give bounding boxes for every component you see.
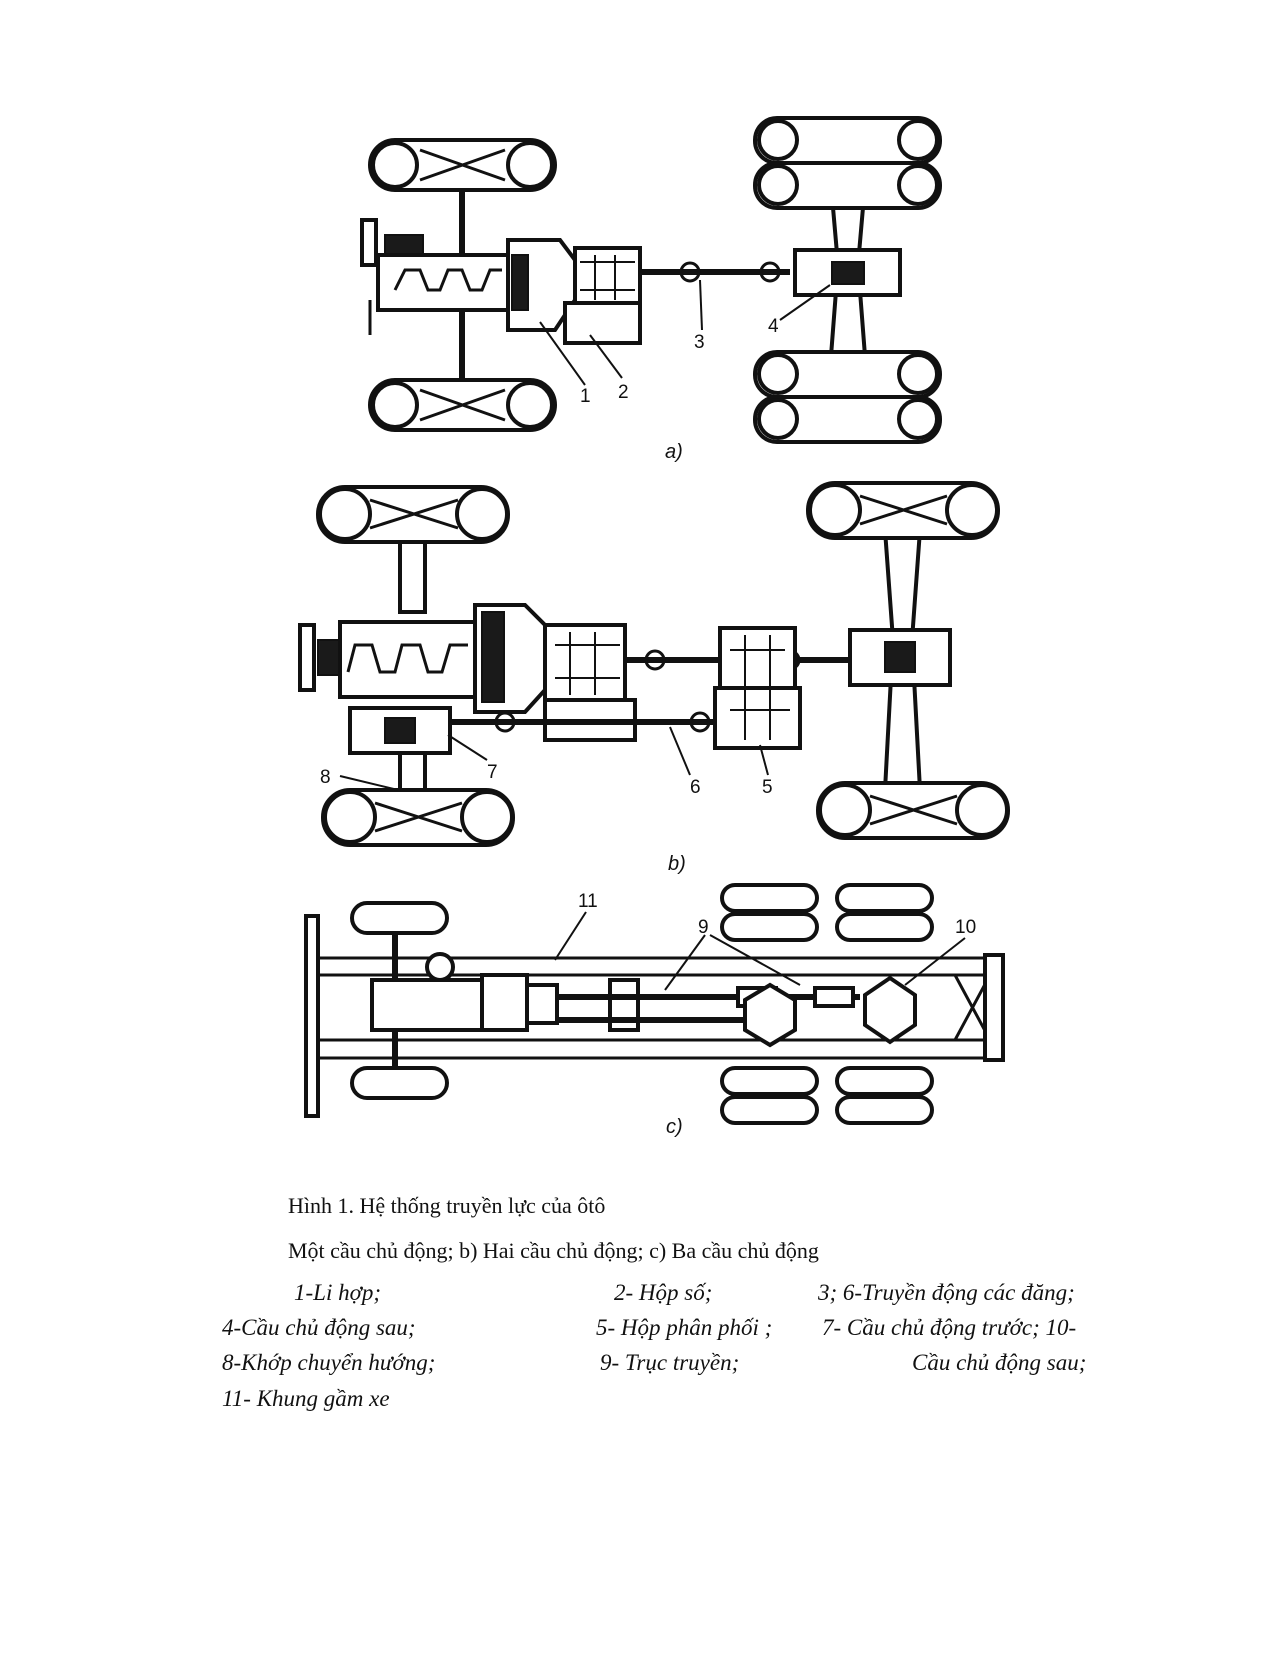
rear-wheels-bottom-a [753,350,942,444]
legend-item-5: 5- Hộp phân phối ; [596,1315,773,1340]
panel-c-diagram [304,883,1005,1125]
legend-item-9: 9- Trục truyền; [600,1350,740,1375]
label-9: 9 [698,917,709,938]
legend-item-3-6: 3; 6-Truyền động các đăng; [818,1280,1075,1305]
label-10: 10 [955,917,976,938]
panel-b-tag: b) [668,853,686,875]
legend-item-11: 11- Khung gầm xe [222,1386,390,1411]
front-wheel-bottom-b [321,788,515,847]
front-wheel-top-a [368,138,557,192]
rear-wheel-bottom-b [816,781,1010,840]
bumper-c [304,914,320,1118]
front-wheel-top-c [350,901,449,935]
rear-wheel-top-b [806,481,1000,540]
panel-c-tag: c) [666,1116,683,1138]
front-axle-b [398,540,427,614]
gearbox-a [563,246,642,345]
clutch-b [473,603,547,714]
legend-item-7-10: 7- Cầu chủ động trước; 10- [822,1315,1077,1340]
label-2: 2 [618,382,629,403]
panel-a-diagram [360,116,942,444]
legend-item-10-cont: Cầu chủ động sau; [912,1350,1087,1375]
middle-axle-c [743,982,797,1048]
rear-wheels-top-a [753,116,942,210]
label-6: 6 [690,777,701,798]
radiator-a [360,218,378,267]
powertrain-c [370,952,640,1032]
legend-item-4: 4-Cầu chủ động sau; [222,1315,416,1340]
label-4: 4 [768,316,779,337]
label-11: 11 [578,891,598,912]
legend-item-8: 8-Khớp chuyển hướng; [222,1350,436,1375]
transfer-case-b [713,626,802,750]
tandem-wheels-bottom-c [720,1066,934,1125]
panel-a-tag: a) [665,441,683,463]
legend-item-1: 1-Li hợp; [294,1280,382,1305]
label-7: 7 [487,762,498,783]
panel-b-diagram [298,481,1010,847]
front-wheel-top-b [316,485,510,544]
front-wheel-bottom-a [368,378,557,432]
legend-item-2: 2- Hộp số; [614,1280,713,1305]
label-1: 1 [580,386,591,407]
label-3: 3 [694,332,705,353]
label-8: 8 [320,767,331,788]
figure-subtitle: Một cầu chủ động; b) Hai cầu chủ động; c… [288,1238,819,1263]
tandem-wheels-top-c [720,883,934,942]
fan-b [298,623,344,692]
rear-axle-b [848,528,952,792]
front-wheel-bottom-c [350,1066,449,1100]
figure-title: Hình 1. Hệ thống truyền lực của ôtô [288,1193,606,1218]
engine-b [338,620,477,699]
engine-a [376,253,510,312]
label-5: 5 [762,777,773,798]
rear-axle-c [863,975,917,1045]
